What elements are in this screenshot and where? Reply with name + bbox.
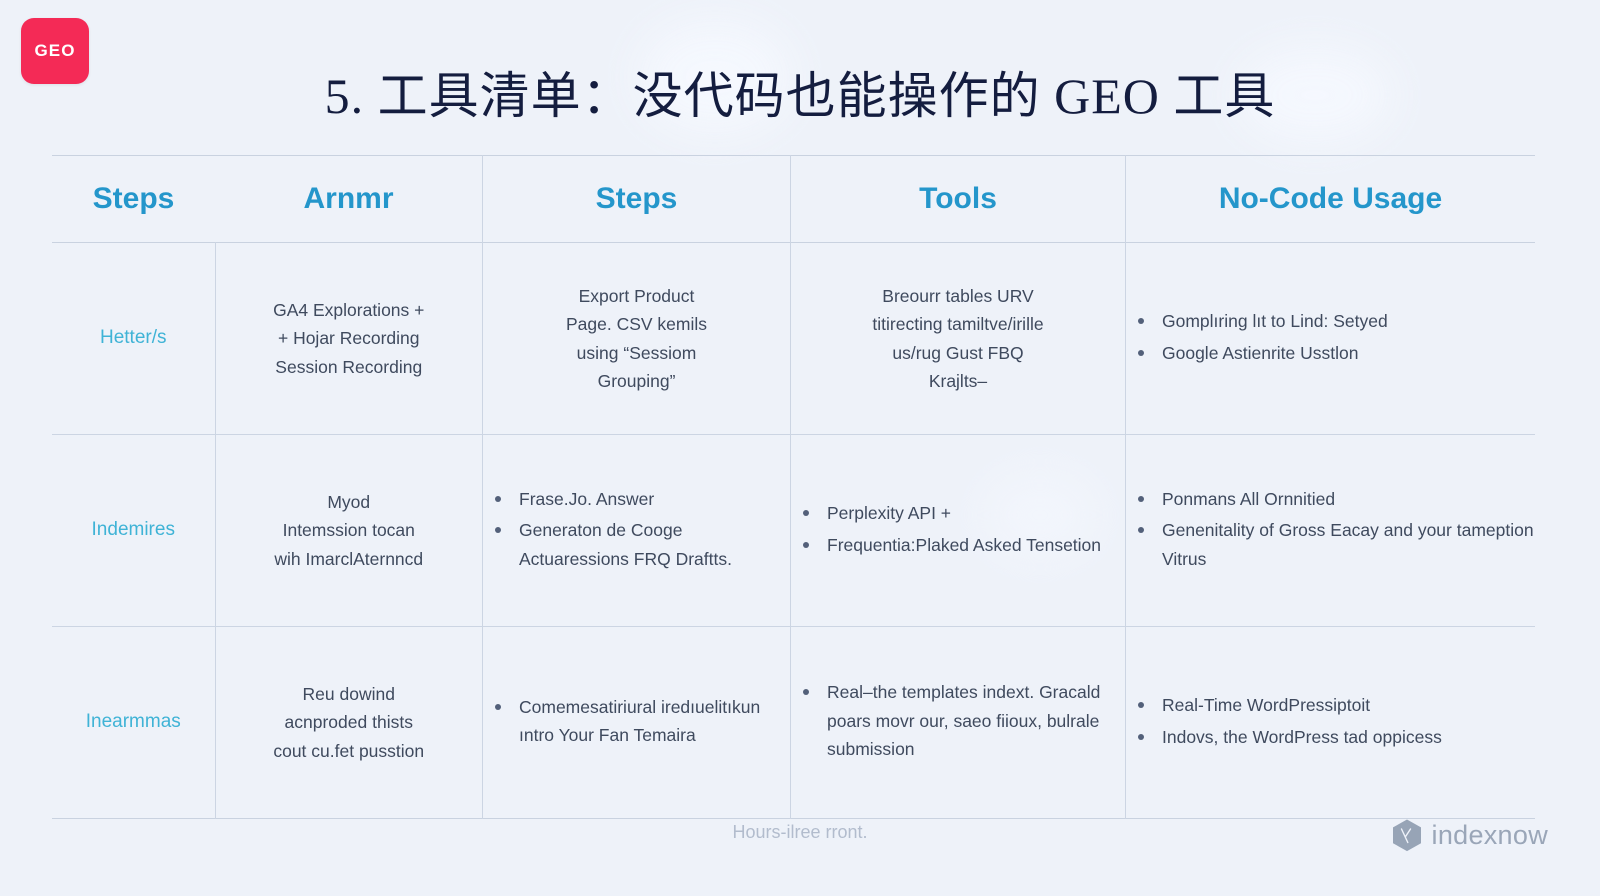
row-label: Hetter/s	[99, 327, 167, 349]
cell-tools: Perplexity API + Frequentia:Plaked Asked…	[790, 434, 1126, 627]
bullet-list: Real-Time WordPressiptoit Indovs, the Wo…	[1126, 691, 1535, 751]
column-header-arnmr: Arnmr	[303, 182, 394, 215]
column-header-steps-1: Steps	[92, 182, 175, 215]
cell-arnmr: Myod Intemssion tocan wih ImarclAternncd	[214, 434, 483, 627]
list-item: Ponmans All Ornnitied	[1138, 485, 1535, 513]
cell-line: + Hojar Recording	[277, 328, 420, 349]
cell-line: GA4 Explorations +	[273, 299, 425, 320]
column-header-tools: Tools	[790, 155, 1126, 243]
cell-tools: Breourr tables URV titirecting tamiltve/…	[790, 242, 1126, 435]
column-header-steps-2: Steps	[482, 155, 791, 243]
cell-line: Krajlts–	[928, 370, 988, 391]
cell-line: using “Sessiom	[576, 342, 697, 363]
cell-line: Page. CSV kemils	[565, 314, 708, 335]
bullet-list: Frase.Jo. Answer Generaton de Cooge Actu…	[483, 485, 790, 573]
cell-line: titirecting tamiltve/irille	[872, 314, 1044, 335]
cell-line: Export Product	[578, 285, 695, 306]
table-header: Steps Arnmr Steps Tools No-Code Usage	[52, 155, 1535, 243]
cell-line: Breourr tables URV	[882, 285, 1034, 306]
table-header-row: Steps Arnmr Steps Tools No-Code Usage	[52, 155, 1535, 243]
bullet-list: Real–the templates indext. Gracald poars…	[791, 678, 1125, 763]
page-title: 5. 工具清单：没代码也能操作的 GEO 工具	[324, 68, 1276, 124]
cell-steps: Comemesatiriural iredıuelitıkun ıntro Yo…	[482, 626, 791, 819]
cell-no-code-usage: Real-Time WordPressiptoit Indovs, the Wo…	[1125, 626, 1535, 819]
table-row: Inearmmas Reu dowind acnproded thists co…	[52, 626, 1535, 819]
table-row: Indemires Myod Intemssion tocan wih Imar…	[52, 434, 1535, 627]
bullet-list: Gomplıring lıt to Lind: Setyed Google As…	[1126, 307, 1535, 367]
bullet-list: Ponmans All Ornnitied Genenitality of Gr…	[1126, 485, 1535, 573]
indexnow-label: indexnow	[1431, 820, 1548, 850]
cell-no-code-usage: Ponmans All Ornnitied Genenitality of Gr…	[1125, 434, 1535, 627]
list-item: Perplexity API +	[803, 499, 1125, 527]
list-item: Gomplıring lıt to Lind: Setyed	[1138, 307, 1535, 335]
table-body: Hetter/s GA4 Explorations + + Hojar Reco…	[52, 242, 1535, 819]
cell-arnmr: Reu dowind acnproded thists cout cu.fet …	[214, 626, 483, 819]
cell-steps: Export Product Page. CSV kemils using “S…	[482, 242, 791, 435]
cell-line: Reu dowind	[302, 683, 395, 704]
hexagon-icon	[1391, 818, 1423, 853]
list-item: Generaton de Cooge Actuaressions FRQ Dra…	[495, 516, 790, 573]
cell-line: acnproded thists	[284, 712, 413, 733]
list-item: Indovs, the WordPress tad oppicess	[1138, 723, 1535, 751]
bullet-list: Comemesatiriural iredıuelitıkun ıntro Yo…	[483, 693, 790, 750]
cell-line: Myod	[327, 491, 371, 512]
list-item: Real–the templates indext. Gracald poars…	[803, 678, 1125, 763]
cell-steps: Frase.Jo. Answer Generaton de Cooge Actu…	[482, 434, 791, 627]
cell-line: Session Recording	[275, 356, 423, 377]
geo-logo-label: GEO	[34, 41, 76, 60]
table-row: Hetter/s GA4 Explorations + + Hojar Reco…	[52, 242, 1535, 435]
bullet-list: Perplexity API + Frequentia:Plaked Asked…	[791, 499, 1125, 559]
list-item: Comemesatiriural iredıuelitıkun ıntro Yo…	[495, 693, 790, 750]
list-item: Genenitality of Gross Eacay and your tam…	[1138, 516, 1535, 573]
indexnow-brand: indexnow	[1391, 818, 1548, 853]
footer-caption: Hours-ilree rront.	[732, 822, 868, 842]
list-item: Real-Time WordPressiptoit	[1138, 691, 1535, 719]
list-item: Google Astienrite Usstlon	[1138, 339, 1535, 367]
column-header-no-code-usage: No-Code Usage	[1125, 155, 1535, 243]
tools-table-container: Steps Arnmr Steps Tools No-Code Usage He…	[52, 155, 1535, 819]
geo-logo: GEO	[21, 18, 89, 84]
cell-tools: Real–the templates indext. Gracald poars…	[790, 626, 1126, 819]
cell-line: wih ImarclAternncd	[274, 548, 424, 569]
cell-line: cout cu.fet pusstion	[273, 740, 425, 761]
cell-no-code-usage: Gomplıring lıt to Lind: Setyed Google As…	[1125, 242, 1535, 435]
cell-line: us/rug Gust FBQ	[892, 342, 1024, 363]
tools-table: Steps Arnmr Steps Tools No-Code Usage He…	[52, 155, 1535, 819]
row-label: Indemires	[91, 519, 175, 541]
list-item: Frase.Jo. Answer	[495, 485, 790, 513]
cell-arnmr: GA4 Explorations + + Hojar Recording Ses…	[214, 242, 483, 435]
list-item: Frequentia:Plaked Asked Tensetion	[803, 531, 1125, 559]
cell-line: Grouping”	[597, 370, 676, 391]
cell-line: Intemssion tocan	[282, 520, 415, 541]
row-label: Inearmmas	[85, 711, 181, 733]
